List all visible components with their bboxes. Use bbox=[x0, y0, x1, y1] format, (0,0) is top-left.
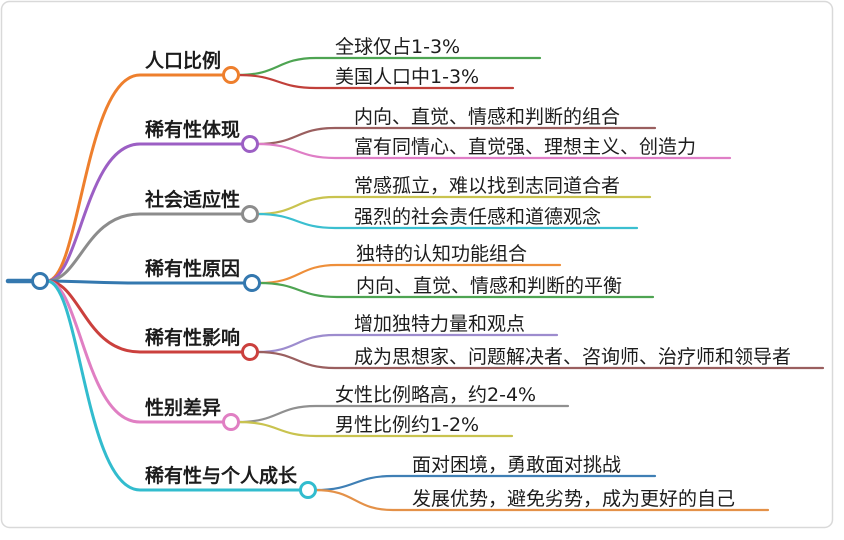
root-node[interactable] bbox=[31, 272, 49, 290]
leaf-line-rarity-personal-growth-2 bbox=[313, 488, 770, 512]
branch-line-rarity-impact bbox=[45, 279, 245, 354]
leaf-label-population-ratio-1[interactable]: 全球仅占1-3% bbox=[335, 36, 460, 58]
leaf-label-social-adaptability-1[interactable]: 常感孤立，难以找到志同道合者 bbox=[354, 175, 620, 197]
leaf-label-rarity-manifestation-1[interactable]: 内向、直觉、情感和判断的组合 bbox=[354, 106, 620, 128]
leaf-line-population-ratio-2 bbox=[236, 73, 515, 90]
branch-label-population-ratio[interactable]: 人口比例 bbox=[145, 49, 221, 72]
leaf-line-rarity-causes-1 bbox=[257, 263, 562, 285]
leaf-line-gender-difference-2 bbox=[236, 420, 514, 438]
branch-node-rarity-causes[interactable] bbox=[243, 274, 261, 292]
leaf-line-rarity-manifestation-1 bbox=[255, 126, 657, 146]
leaf-line-social-adaptability-1 bbox=[255, 195, 652, 216]
branch-label-rarity-causes[interactable]: 稀有性原因 bbox=[145, 257, 240, 280]
branch-node-rarity-manifestation[interactable] bbox=[241, 135, 259, 153]
leaf-line-rarity-impact-2 bbox=[255, 350, 825, 370]
branch-label-social-adaptability[interactable]: 社会适应性 bbox=[144, 188, 240, 211]
leaf-label-gender-difference-1[interactable]: 女性比例略高，约2-4% bbox=[335, 384, 536, 406]
leaf-label-rarity-manifestation-2[interactable]: 富有同情心、直觉强、理想主义、创造力 bbox=[354, 136, 696, 158]
leaf-line-rarity-causes-2 bbox=[257, 281, 655, 299]
branch-node-gender-difference[interactable] bbox=[222, 413, 240, 431]
branch-node-population-ratio[interactable] bbox=[222, 66, 240, 84]
leaf-label-rarity-personal-growth-2[interactable]: 发展优势，避免劣势，成为更好的自己 bbox=[412, 488, 735, 510]
branch-node-social-adaptability[interactable] bbox=[241, 205, 259, 223]
leaf-line-rarity-manifestation-2 bbox=[255, 142, 732, 160]
leaf-label-rarity-impact-1[interactable]: 增加独特力量和观点 bbox=[354, 313, 525, 335]
branch-node-rarity-impact[interactable] bbox=[241, 343, 259, 361]
branch-line-social-adaptability bbox=[45, 212, 245, 283]
leaf-label-social-adaptability-2[interactable]: 强烈的社会责任感和道德观念 bbox=[354, 205, 601, 228]
leaf-line-gender-difference-1 bbox=[236, 404, 570, 424]
leaf-line-social-adaptability-2 bbox=[255, 212, 639, 230]
branch-line-rarity-personal-growth bbox=[45, 279, 303, 492]
leaf-line-rarity-impact-1 bbox=[255, 333, 559, 354]
branch-label-gender-difference[interactable]: 性别差异 bbox=[145, 396, 221, 419]
leaf-line-rarity-personal-growth-1 bbox=[313, 474, 657, 492]
leaf-label-rarity-impact-2[interactable]: 成为思想家、问题解决者、咨询师、治疗师和领导者 bbox=[354, 346, 791, 368]
branch-line-population-ratio bbox=[45, 73, 226, 283]
branch-node-rarity-personal-growth[interactable] bbox=[299, 481, 317, 499]
branch-label-rarity-impact[interactable]: 稀有性影响 bbox=[145, 326, 240, 349]
branch-line-rarity-causes bbox=[45, 279, 247, 285]
leaf-label-gender-difference-2[interactable]: 男性比例约1-2% bbox=[335, 414, 479, 436]
leaf-label-rarity-personal-growth-1[interactable]: 面对困境，勇敢面对挑战 bbox=[412, 454, 621, 476]
leaf-label-rarity-causes-1[interactable]: 独特的认知功能组合 bbox=[356, 243, 527, 265]
leaf-label-population-ratio-2[interactable]: 美国人口中1-3% bbox=[335, 66, 479, 88]
branch-line-gender-difference bbox=[45, 279, 226, 424]
branch-label-rarity-manifestation[interactable]: 稀有性体现 bbox=[145, 118, 240, 141]
leaf-label-rarity-causes-2[interactable]: 内向、直觉、情感和判断的平衡 bbox=[356, 275, 622, 297]
leaf-line-population-ratio-1 bbox=[236, 56, 542, 77]
branch-line-rarity-manifestation bbox=[45, 142, 245, 283]
branch-label-rarity-personal-growth[interactable]: 稀有性与个人成长 bbox=[145, 464, 298, 487]
